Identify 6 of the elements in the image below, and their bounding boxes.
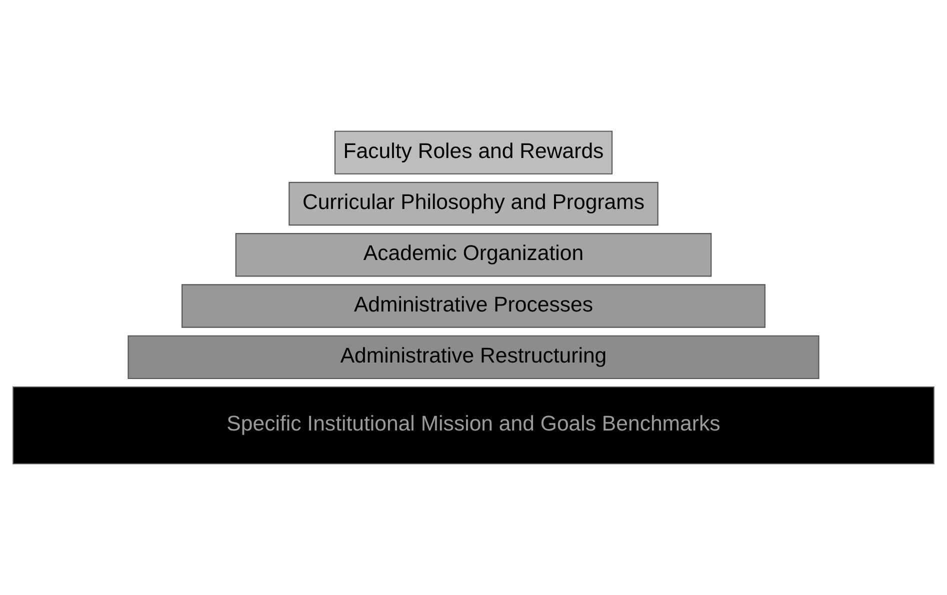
node-box: Specific Institutional Mission and Goals Benchmarks xyxy=(12,386,934,464)
node-box: Administrative Restructuring xyxy=(128,335,820,380)
node-box: Administrative Processes xyxy=(182,284,766,328)
node-box: Academic Organization xyxy=(235,233,712,277)
node-box: Curricular Philosophy and Programs xyxy=(288,182,658,226)
node-box: Faculty Roles and Rewards xyxy=(334,130,613,174)
